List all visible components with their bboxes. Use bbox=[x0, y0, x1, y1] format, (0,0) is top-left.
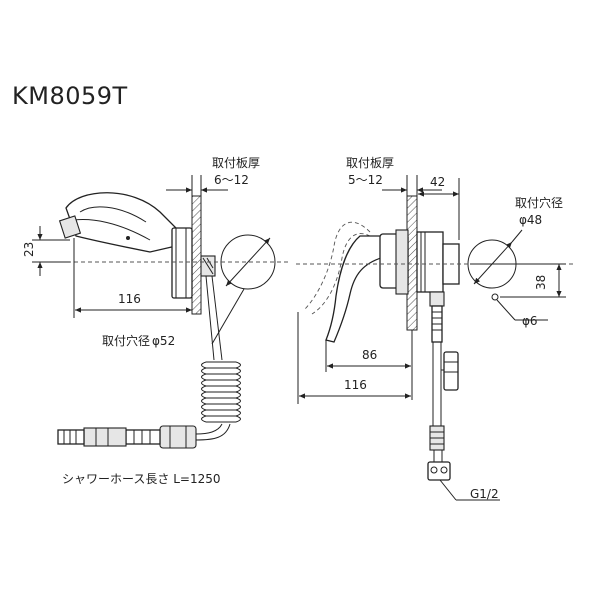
right-handle-dim: 86 bbox=[362, 348, 377, 362]
left-escutcheon bbox=[171, 227, 193, 299]
left-plate-thickness-label: 取付板厚 bbox=[212, 156, 260, 170]
left-shower-head bbox=[65, 192, 177, 253]
left-height-dim: 23 bbox=[22, 242, 36, 257]
right-length-dim: 116 bbox=[344, 378, 367, 392]
left-length-dim: 116 bbox=[118, 292, 141, 306]
right-depth-dim: 42 bbox=[430, 175, 445, 189]
right-handle-phantom bbox=[303, 221, 371, 311]
right-small-hole-dim: φ6 bbox=[522, 314, 538, 328]
right-lever-handle bbox=[325, 235, 389, 343]
right-small-hole bbox=[491, 293, 499, 301]
left-hose-section bbox=[125, 429, 161, 445]
left-hose-clip bbox=[159, 425, 197, 449]
left-hose-nut bbox=[83, 427, 127, 447]
right-g12-connector bbox=[427, 461, 451, 481]
right-hole-label: 取付穴径 bbox=[515, 195, 563, 210]
right-connection-label: G1/2 bbox=[470, 487, 499, 501]
right-check-valve bbox=[443, 351, 459, 391]
left-hose-coil bbox=[201, 361, 241, 423]
right-escutcheon bbox=[395, 229, 409, 295]
left-mounting-plate bbox=[191, 195, 202, 315]
right-pipe-nut bbox=[429, 291, 445, 307]
model-title: KM8059T bbox=[12, 82, 128, 110]
right-plate-thickness-label: 取付板厚 bbox=[346, 156, 394, 170]
left-hose-label: シャワーホース長さ L=1250 bbox=[62, 472, 221, 486]
right-view: 取付板厚 5〜12 42 取付穴径 φ48 38 φ6 bbox=[296, 156, 574, 501]
right-plate-thickness-value: 5〜12 bbox=[348, 173, 383, 187]
left-spray-nozzle bbox=[58, 215, 82, 239]
left-plate-thickness-value: 6〜12 bbox=[214, 173, 249, 187]
right-hole-value: φ48 bbox=[519, 213, 542, 227]
left-hose-end bbox=[57, 429, 85, 445]
right-offset-dim: 38 bbox=[534, 275, 548, 290]
